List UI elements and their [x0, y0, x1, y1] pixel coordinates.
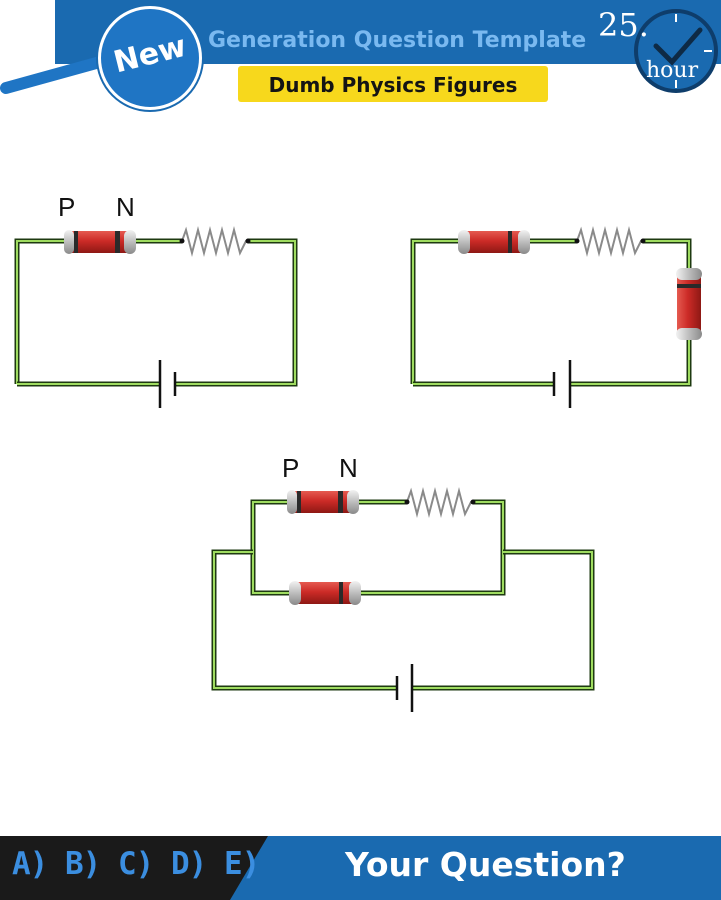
footer-divider — [230, 836, 268, 900]
diode — [458, 230, 530, 254]
circuit-2 — [410, 226, 702, 408]
battery — [395, 664, 414, 712]
n-label: N — [116, 192, 135, 222]
circuit-diagrams — [14, 226, 702, 712]
wire — [14, 238, 298, 387]
n-label: N — [339, 453, 358, 483]
diode — [289, 581, 361, 605]
wire — [211, 499, 595, 691]
clock-unit: hour — [646, 58, 699, 83]
clock-number: 25. — [598, 6, 649, 44]
new-badge: New — [98, 6, 202, 110]
wire — [410, 238, 692, 387]
diode — [64, 230, 136, 254]
answer-options: A) B) C) D) E) — [12, 846, 260, 882]
p-label: P — [282, 453, 300, 483]
diode — [287, 490, 359, 514]
checkmark-icon — [653, 27, 703, 66]
resistor — [179, 226, 251, 257]
resistor — [574, 226, 646, 257]
circuit-3 — [211, 487, 595, 712]
magnifier-icon — [0, 56, 106, 94]
footer-question: Your Question? — [345, 845, 626, 884]
resistor — [404, 487, 476, 518]
subtitle-box: Dumb Physics Figures — [238, 66, 548, 102]
diode — [676, 268, 702, 340]
battery — [158, 360, 177, 408]
p-label: P — [58, 192, 76, 222]
footer-question-band — [268, 836, 721, 900]
battery — [552, 360, 572, 408]
header-title: Generation Question Template — [208, 28, 587, 53]
clock-icon — [634, 9, 718, 93]
circuit-1 — [14, 226, 298, 408]
page-subtitle: Dumb Physics Figures — [268, 73, 518, 97]
